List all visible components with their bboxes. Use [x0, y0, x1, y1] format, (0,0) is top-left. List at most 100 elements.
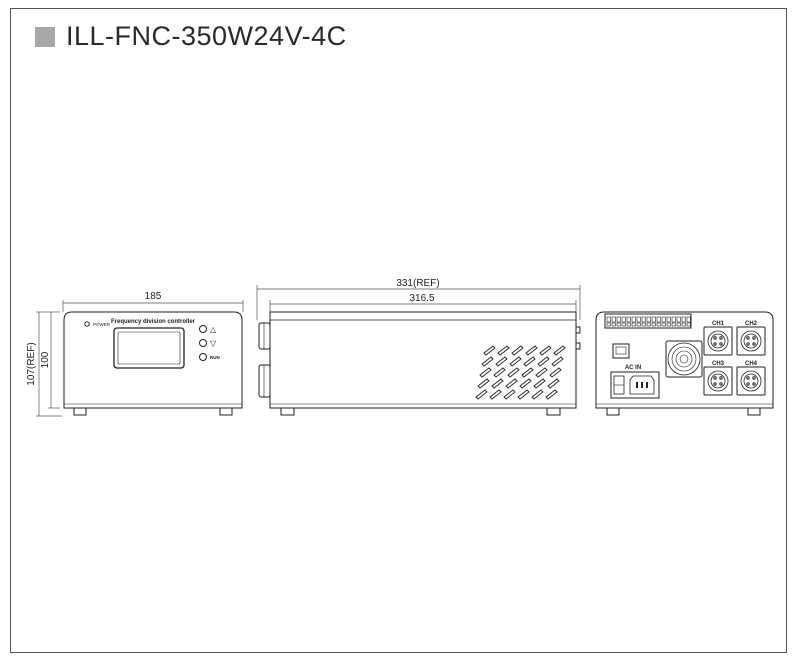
terminal-screw [631, 322, 636, 327]
ethernet-port-icon [612, 343, 630, 359]
ch2-label: CH2 [745, 321, 758, 327]
terminal-screw [666, 322, 671, 327]
terminal-screw [606, 322, 611, 327]
terminal-pin [641, 316, 646, 323]
front-height-label: 100 [40, 351, 51, 368]
channel-connector-ch2: CH2 [736, 321, 766, 356]
title-marker [35, 27, 55, 47]
front-housing [63, 311, 243, 409]
terminal-pins [606, 316, 691, 327]
terminal-screw [686, 322, 691, 327]
side-body-dimension [269, 300, 577, 312]
vent-slot [547, 378, 560, 389]
terminal-screw [661, 322, 666, 327]
terminal-screw [651, 322, 656, 327]
front-height-dimension [36, 311, 62, 417]
vent-slot [535, 367, 548, 378]
iec-socket-icon [629, 375, 655, 395]
ventilation-slots [475, 345, 566, 400]
terminal-pin [616, 316, 621, 323]
side-connector-bottom [258, 364, 271, 398]
drawing-title: ILL-FNC-350W24V-4C [66, 21, 347, 51]
terminal-screw [676, 322, 681, 327]
terminal-pin [686, 316, 691, 323]
vent-slot [489, 389, 502, 400]
up-button-icon [199, 325, 207, 333]
vent-slot [511, 345, 524, 356]
vent-slot [479, 367, 492, 378]
terminal-screw [621, 322, 626, 327]
run-button-label: RUN [210, 355, 220, 360]
power-label: POWER [93, 322, 111, 327]
terminal-pin [606, 316, 611, 323]
vent-slot [525, 345, 538, 356]
terminal-screw [616, 322, 621, 327]
lcd-display [113, 327, 185, 369]
terminal-pin [676, 316, 681, 323]
terminal-pin [681, 316, 686, 323]
vent-slot [553, 345, 566, 356]
terminal-screw [681, 322, 686, 327]
side-body-label: 316.5 [409, 293, 434, 304]
terminal-screw [646, 322, 651, 327]
vent-slot [491, 378, 504, 389]
front-height-ref-label: 107(REF) [26, 342, 37, 385]
side-foot-left [280, 407, 295, 416]
front-view: 185 100 107(REF) POWER Frequency divisio… [26, 291, 244, 417]
vent-slot [537, 356, 550, 367]
rear-stub-2 [575, 342, 581, 350]
side-connector-top [258, 322, 271, 350]
front-width-dimension [62, 300, 244, 312]
vent-slot [545, 389, 558, 400]
terminal-screw [656, 322, 661, 327]
side-overall-dimension [256, 285, 581, 320]
terminal-screw [626, 322, 631, 327]
vent-slot [533, 378, 546, 389]
vent-slot [519, 378, 532, 389]
ch4-label: CH4 [745, 361, 758, 367]
side-overall-label: 331(REF) [396, 278, 439, 289]
power-led-icon [84, 321, 90, 327]
front-width-label: 185 [145, 291, 162, 302]
terminal-pin [661, 316, 666, 323]
rear-foot-left [606, 407, 620, 416]
vent-slot [509, 356, 522, 367]
terminal-block [604, 313, 692, 329]
ch3-label: CH3 [712, 361, 725, 367]
terminal-pin [656, 316, 661, 323]
vent-slot [549, 367, 562, 378]
channel-connector-ch1: CH1 [703, 321, 733, 356]
vent-slot [521, 367, 534, 378]
terminal-pin [646, 316, 651, 323]
run-button-icon [199, 353, 207, 361]
terminal-pin [631, 316, 636, 323]
panel-title: Frequency division controller [111, 319, 196, 325]
lcd-screen [117, 331, 181, 365]
terminal-pin [611, 316, 616, 323]
terminal-pin [651, 316, 656, 323]
vent-slot [539, 345, 552, 356]
vent-slot [477, 378, 490, 389]
ac-in-label: AC IN [625, 365, 641, 371]
vent-slot [493, 367, 506, 378]
vent-slot [531, 389, 544, 400]
up-button-label: △ [210, 325, 217, 334]
fan-grille [665, 340, 703, 378]
terminal-screw [671, 322, 676, 327]
front-foot-left [73, 407, 87, 416]
down-button-icon [199, 339, 207, 347]
terminal-pin [666, 316, 671, 323]
vent-slot [551, 356, 564, 367]
vent-slot [483, 345, 496, 356]
vent-slot [505, 378, 518, 389]
drawing-border [10, 8, 787, 653]
rear-foot-right [747, 407, 761, 416]
vent-slot [507, 367, 520, 378]
terminal-pin [621, 316, 626, 323]
side-housing [269, 311, 577, 409]
vent-slot [523, 356, 536, 367]
side-view: 331(REF) 316.5 [256, 278, 581, 416]
vent-slot [495, 356, 508, 367]
